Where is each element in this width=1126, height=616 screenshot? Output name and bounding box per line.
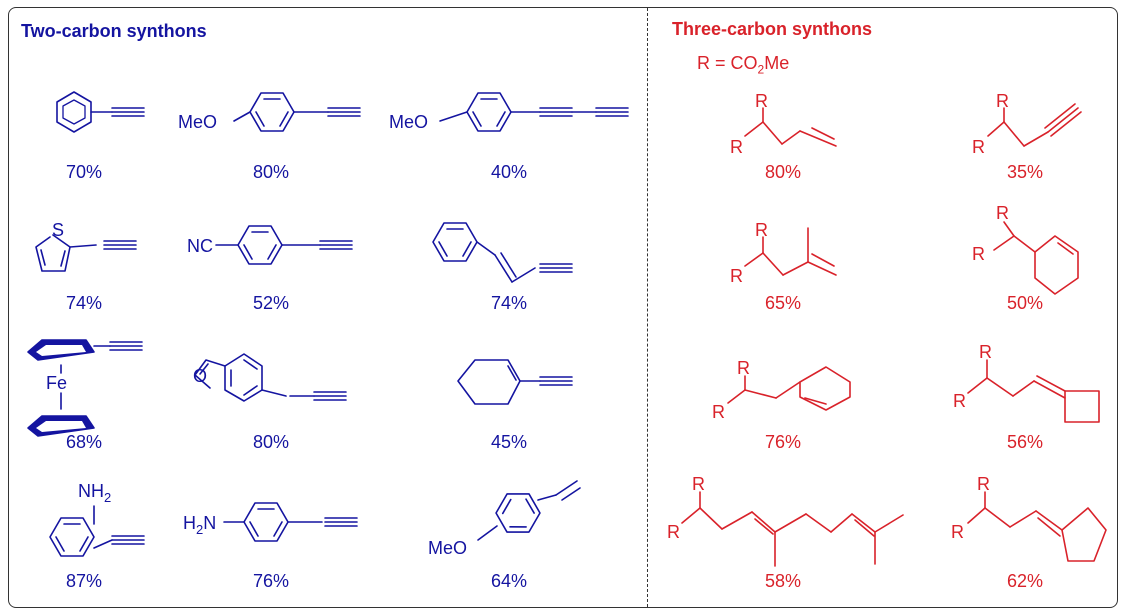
yield-methoxyphenylacetylene: 80% (252, 162, 290, 182)
r-definition: R = CO2Me (697, 53, 790, 77)
phenylacetylene-structure (56, 91, 145, 133)
yield-methoxyphenyl-diyne: 40% (490, 162, 528, 182)
three-carbon-title: Three-carbon synthons (672, 19, 873, 39)
r-label: R (730, 137, 743, 157)
meo-label-2: MeO (389, 112, 428, 132)
yield-propargyl-malonate: 35% (1006, 162, 1044, 182)
propargyl-malonate-structure (987, 103, 1082, 147)
cyclohexenyl-malonate-structure (993, 221, 1079, 295)
methallyl-malonate-structure (744, 227, 837, 276)
r-label: R (972, 137, 985, 157)
r-label: R (951, 522, 964, 542)
cyclopentylidene-malonate-structure (967, 491, 1107, 562)
yield-cyanophenylacetylene: 52% (252, 293, 290, 313)
yield-methallyl-malonate: 65% (764, 293, 802, 313)
meo-label-1: MeO (178, 112, 217, 132)
methoxyphenyl-diyne-ring (439, 92, 629, 132)
r-label: R (692, 474, 705, 494)
figure-frame (8, 7, 1118, 608)
cyanophenylacetylene-structure (215, 225, 353, 265)
meo-label-3: MeO (428, 538, 467, 558)
h2n-label: H2N (183, 513, 216, 537)
r-label: R (979, 342, 992, 362)
r-label: R (977, 474, 990, 494)
fe-label: Fe (46, 373, 67, 393)
yield-phenyl-enyne: 74% (490, 293, 528, 313)
r-label: R (996, 91, 1009, 111)
r-label: R (737, 358, 750, 378)
yield-cyclohexenyl-malonate: 50% (1006, 293, 1044, 313)
r-label: R (712, 402, 725, 422)
r-label: R (972, 244, 985, 264)
yield-cyclopentylidene-malonate: 62% (1006, 571, 1044, 591)
yield-methoxystyrene: 64% (490, 571, 528, 591)
ethynylthiophene-structure (35, 234, 137, 272)
yield-allyl-malonate: 80% (764, 162, 802, 182)
yield-ethynylferrocene: 68% (65, 432, 103, 452)
methoxyphenylacetylene-ring (233, 92, 361, 132)
two-carbon-title: Two-carbon synthons (21, 21, 207, 41)
yield-ethynylaniline-ortho: 87% (65, 571, 103, 591)
allyl-malonate-structure (744, 107, 837, 147)
sulfur-label: S (52, 220, 64, 240)
nh2-label: NH2 (78, 481, 111, 505)
yield-ethynylthiophene: 74% (65, 293, 103, 313)
yield-ethynylcyclohexene: 45% (490, 432, 528, 452)
geranyl-malonate-structure (681, 491, 904, 567)
r-label: R (953, 391, 966, 411)
nc-label: NC (187, 236, 213, 256)
oxygen-label: O (193, 366, 207, 386)
yield-cyclobutylidene-malonate: 56% (1006, 432, 1044, 452)
ethynylaniline-ortho-structure (49, 505, 145, 557)
r-label: R (755, 220, 768, 240)
yield-ethynylbenzofuran: 80% (252, 432, 290, 452)
phenyl-enyne-structure (432, 222, 573, 283)
ethynylaniline-para-structure (223, 502, 358, 542)
methoxystyrene-structure (477, 480, 581, 543)
r-label: R (667, 522, 680, 542)
yield-geranyl-malonate: 58% (764, 571, 802, 591)
cyclohexenylmethyl-malonate-structure (727, 366, 851, 411)
panel-divider (647, 8, 648, 607)
ethynylferrocene-structure (27, 339, 143, 437)
r-label: R (996, 203, 1009, 223)
yield-ethynylaniline-para: 76% (252, 571, 290, 591)
r-label: R (730, 266, 743, 286)
r-label: R (755, 91, 768, 111)
yield-phenylacetylene: 70% (65, 162, 103, 182)
ethynylbenzofuran-structure (194, 353, 347, 402)
yield-cyclohexenylmethyl-malonate: 76% (764, 432, 802, 452)
ethynylcyclohexene-structure (457, 359, 573, 405)
cyclobutylidene-malonate-structure (967, 359, 1100, 423)
